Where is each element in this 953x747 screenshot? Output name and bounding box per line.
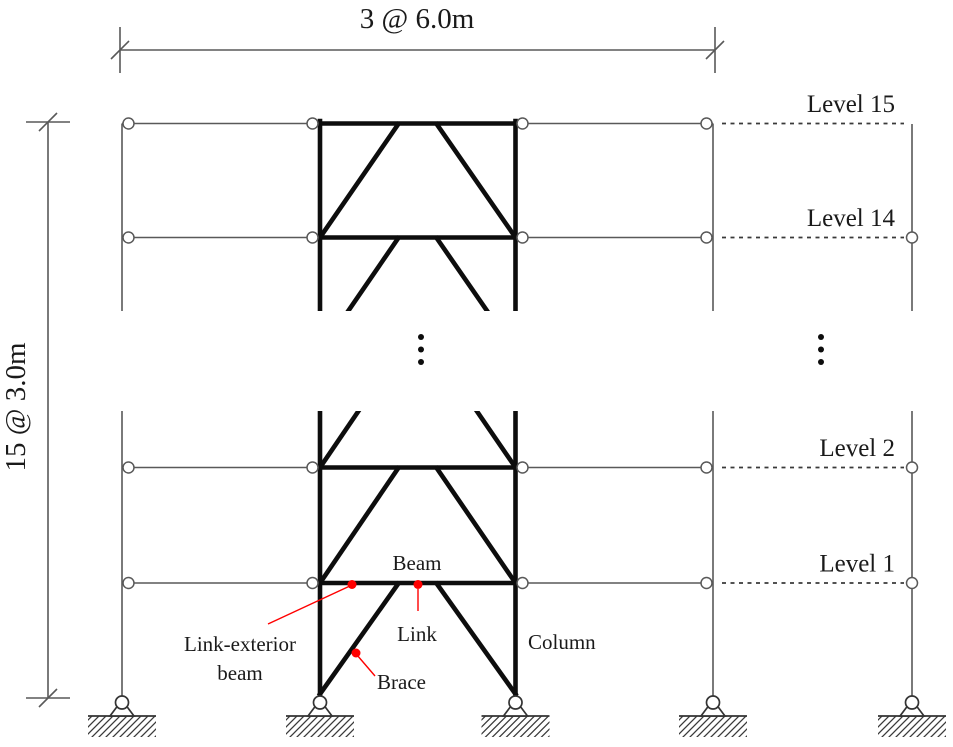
hinge-circle	[905, 576, 919, 590]
leader-link-exterior-beam	[267, 584, 353, 625]
brace-story1-right	[433, 580, 519, 698]
ellipsis-dot	[818, 359, 824, 365]
ellipsis-dot	[818, 346, 824, 353]
link-label: Link	[397, 622, 437, 646]
brace-story1-left	[316, 580, 402, 698]
level-15-label: Level 15	[807, 91, 895, 118]
brace-story2-right	[433, 465, 519, 587]
ellipsis-dot	[418, 359, 424, 365]
level-14-label: Level 14	[807, 205, 896, 232]
dimension-tick-slash	[110, 40, 130, 60]
level-labels: Level 15 Level 14 Level 2 Level 1	[807, 91, 896, 578]
hinge-circle	[306, 461, 319, 474]
dimension-tick-slash	[705, 40, 725, 60]
hinge-circle	[516, 461, 529, 474]
hinge-circle	[306, 231, 319, 244]
ellipsis-dot	[418, 334, 424, 340]
continuation-dots-right	[818, 334, 824, 365]
hinge-circle	[516, 117, 529, 130]
left-dimension-label: 15 @ 3.0m	[0, 342, 32, 471]
callouts: Beam Link-exterior beam Link Brace Colum…	[184, 551, 596, 694]
figure-break-band	[90, 311, 953, 411]
beam-end-hinges	[122, 117, 919, 590]
pin-support-icon	[678, 695, 748, 738]
callout-dot-brace	[351, 648, 361, 658]
level-2-label: Level 2	[819, 435, 895, 462]
level-1-label: Level 1	[819, 551, 895, 578]
top-dimension-label: 3 @ 6.0m	[360, 3, 475, 35]
pin-support-icon	[480, 695, 551, 738]
hinge-circle	[122, 576, 135, 590]
callout-dot-link	[413, 580, 423, 589]
hinge-circle	[905, 231, 919, 244]
pin-support-icon	[87, 695, 157, 738]
hinge-circle	[700, 231, 713, 244]
hinge-circle	[306, 117, 319, 130]
leader-brace	[356, 654, 376, 677]
pin-support-icon	[285, 695, 355, 738]
brace-story15-right	[433, 121, 519, 241]
top-dimension: 3 @ 6.0m	[110, 3, 725, 73]
dimension-tick-slash	[38, 112, 58, 132]
continuation-dots-left	[418, 334, 424, 365]
hinge-circle	[516, 231, 529, 244]
link-exterior-beam-label-line2: beam	[217, 661, 262, 685]
brace-label: Brace	[377, 670, 426, 694]
hinge-circle	[122, 117, 135, 130]
hinge-circle	[700, 117, 713, 130]
hinge-circle	[700, 461, 713, 474]
brace-story15-left	[316, 121, 402, 241]
hinge-circle	[700, 576, 713, 590]
hinge-circle	[122, 231, 135, 244]
beam-label: Beam	[393, 551, 442, 575]
callout-dot-link-exterior-beam	[347, 580, 357, 589]
hinge-circle	[122, 461, 135, 474]
hinge-circle	[306, 576, 319, 590]
hinge-circle	[516, 576, 529, 590]
left-dimension: 15 @ 3.0m	[0, 112, 70, 708]
ellipsis-dot	[818, 334, 824, 340]
link-exterior-beam-label-line1: Link-exterior	[184, 632, 296, 656]
brace-story2-left	[316, 465, 402, 587]
hinge-circle	[905, 461, 919, 474]
ellipsis-dot	[418, 346, 424, 353]
base-supports	[87, 695, 947, 738]
pin-support-icon	[877, 695, 947, 738]
column-label: Column	[528, 630, 596, 654]
dimension-tick-slash	[38, 688, 58, 708]
